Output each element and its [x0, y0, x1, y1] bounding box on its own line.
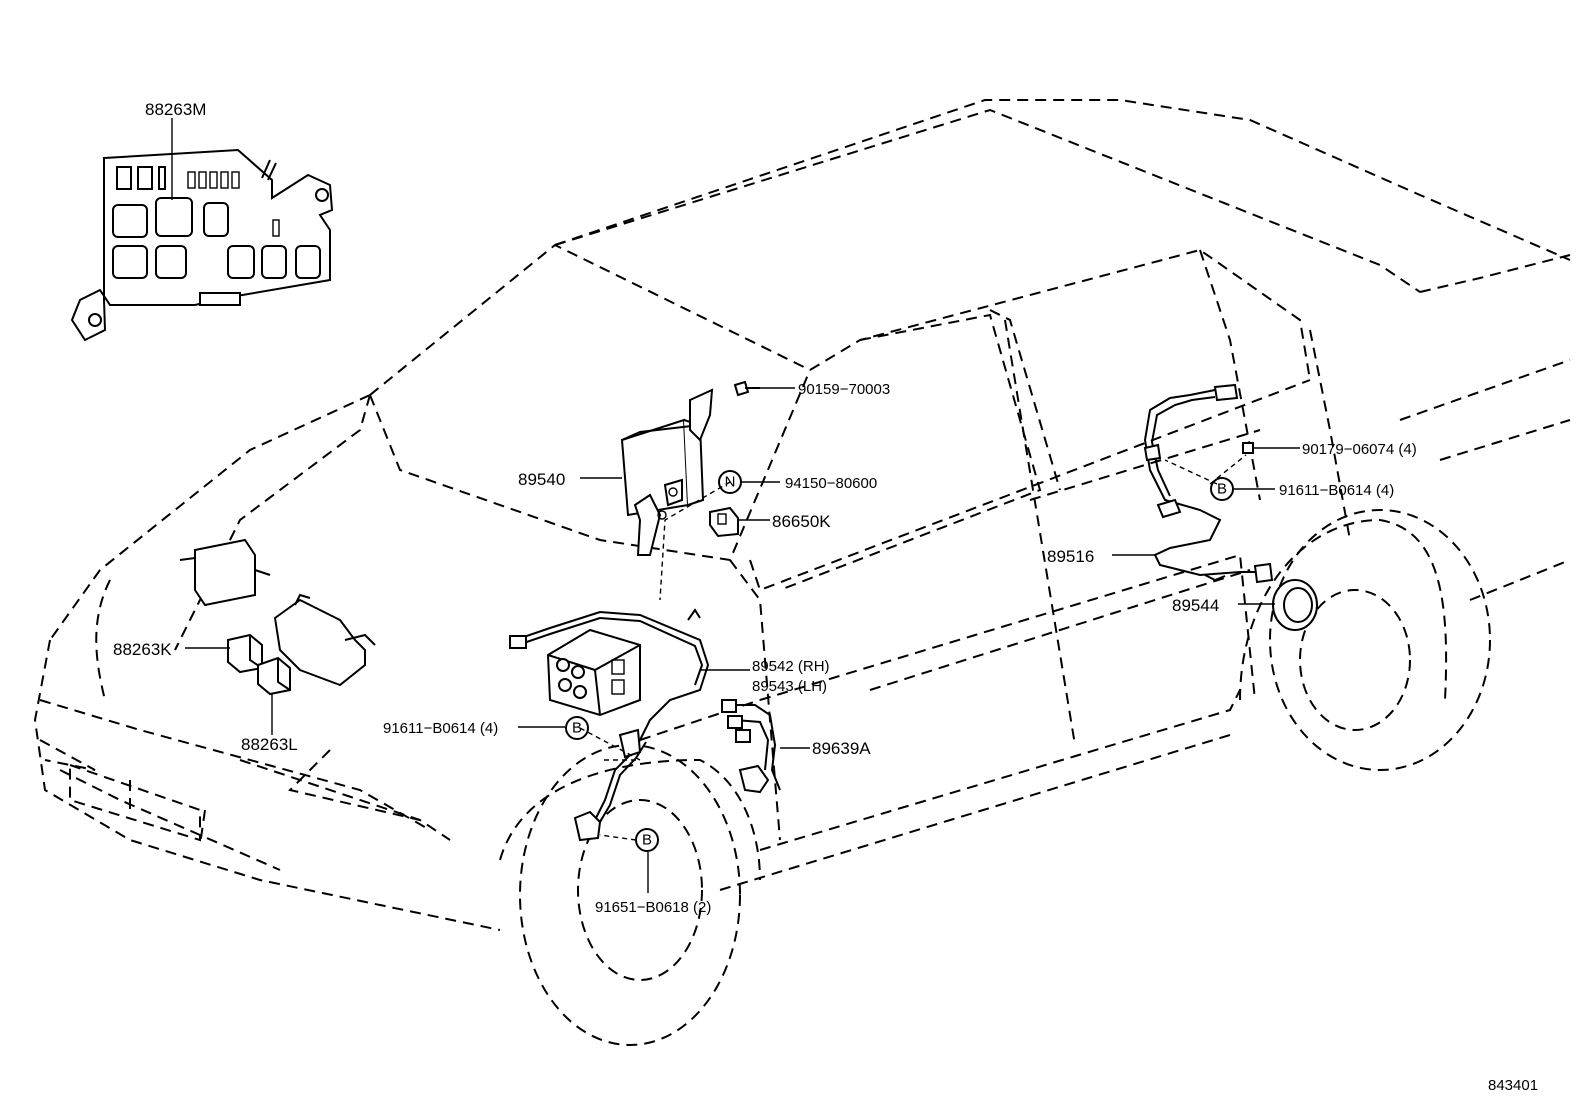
callout-labels: 88263M 90159−70003 89540 94150−80600 866… — [113, 100, 1538, 1094]
front-sensor-harness — [509, 608, 710, 842]
callout-88263l: 88263L — [241, 735, 298, 754]
bolt-90159 — [733, 380, 760, 397]
callout-89540: 89540 — [518, 470, 565, 489]
marker-b-wheel-text: B — [642, 832, 652, 849]
engine-bay-module — [179, 538, 376, 687]
callout-89516: 89516 — [1047, 547, 1094, 566]
abs-actuator — [546, 628, 641, 717]
callout-88263m: 88263M — [145, 100, 206, 119]
callout-91611-rear: 91611−B0614 (4) — [1279, 482, 1394, 499]
marker-b-wheel: B — [635, 828, 659, 852]
illustration-number: 843401 — [1488, 1077, 1538, 1094]
callout-90159: 90159−70003 — [798, 381, 890, 398]
relay-88263l — [257, 656, 291, 696]
relay-88263k — [227, 633, 263, 674]
abs-ecu-89540 — [620, 388, 714, 556]
rear-sensor-harness — [1143, 383, 1274, 584]
leader-lines — [171, 118, 1300, 893]
rear-speed-sensor-89544 — [1272, 579, 1318, 631]
callout-89543: 89543 (LH) — [752, 678, 827, 695]
callout-89639a: 89639A — [812, 739, 871, 758]
marker-b-rear-text: B — [1217, 481, 1227, 498]
callout-91651: 91651−B0618 (2) — [595, 899, 711, 916]
relay-block-88263m — [70, 148, 334, 342]
marker-n-text: N — [725, 474, 736, 491]
marker-b-front-text: B — [572, 720, 582, 737]
clip-86650k — [709, 506, 739, 538]
harness-89639a — [721, 699, 781, 794]
clip-90179 — [1242, 442, 1254, 454]
marker-b-front: B — [565, 716, 589, 740]
callout-88263k: 88263K — [113, 640, 172, 659]
callout-89544: 89544 — [1172, 596, 1219, 615]
callout-90179: 90179−06074 (4) — [1302, 441, 1417, 458]
callout-91611-front: 91611−B0614 (4) — [383, 720, 498, 737]
marker-b-rear: B — [1210, 477, 1234, 501]
callout-89542: 89542 (RH) — [752, 658, 830, 675]
marker-n: N — [718, 470, 742, 494]
callout-94150: 94150−80600 — [785, 475, 877, 492]
callout-86650k: 86650K — [772, 512, 831, 531]
